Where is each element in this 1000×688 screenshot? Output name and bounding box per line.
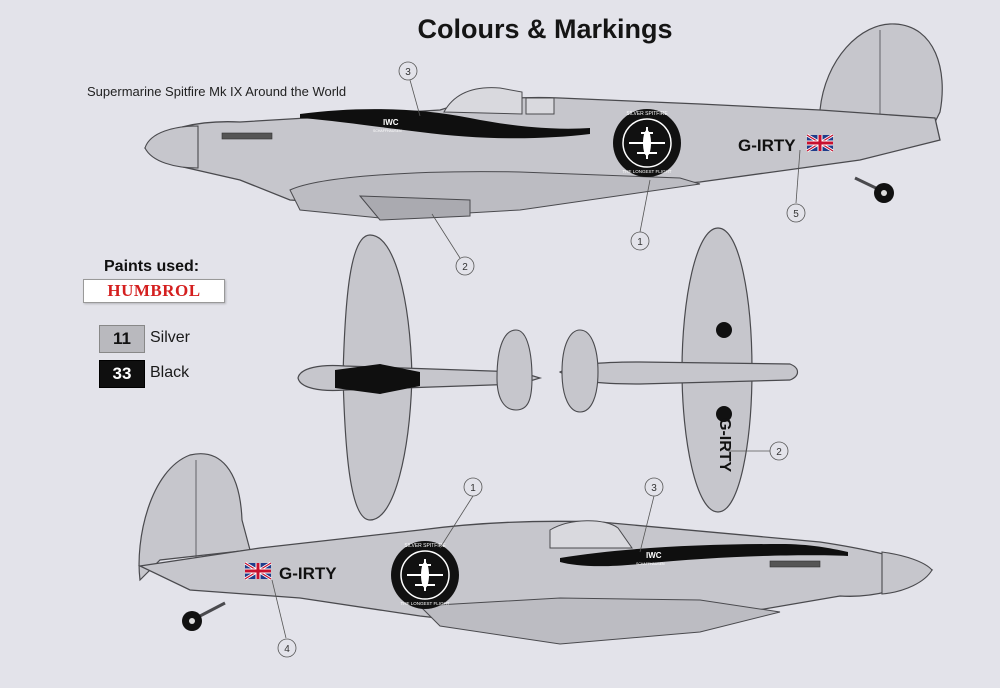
aircraft-subtitle: Supermarine Spitfire Mk IX Around the Wo… xyxy=(87,84,347,99)
callout-leaders xyxy=(271,79,801,639)
paint-name-black: Black xyxy=(150,364,190,381)
plan-view-lower: G-IRTY xyxy=(558,227,799,513)
svg-text:2: 2 xyxy=(776,447,782,458)
roundel-bottom-text-1: THE LONGEST FLIGHT xyxy=(623,169,672,174)
side-view-left: IWC SCHAFFHAUSEN SILVER SPITFIRE THE LON… xyxy=(144,23,943,221)
svg-text:3: 3 xyxy=(651,483,657,494)
svg-text:4: 4 xyxy=(284,644,290,655)
registration-bottom: G-IRTY xyxy=(279,564,337,583)
svg-text:1: 1 xyxy=(637,237,643,248)
registration-underwing: G-IRTY xyxy=(716,418,733,473)
roundel-top-text-1: SILVER SPITFIRE xyxy=(626,111,668,117)
iwc-sub-bottom: SCHAFFHAUSEN xyxy=(636,562,665,566)
svg-text:5: 5 xyxy=(793,209,799,220)
humbrol-logo: HUMBROL xyxy=(83,279,225,303)
plan-view-upper xyxy=(297,234,543,521)
svg-text:2: 2 xyxy=(462,262,468,273)
paint-swatch-silver: 11 xyxy=(99,325,145,353)
callout-4-bottom: 4 xyxy=(277,638,297,658)
iwc-logo-bottom: IWC xyxy=(646,551,662,560)
registration-top: G-IRTY xyxy=(738,136,796,155)
callout-1-bottom: 1 xyxy=(463,477,483,497)
paints-heading: Paints used: xyxy=(104,258,200,275)
callout-1-top: 1 xyxy=(630,231,650,251)
side-view-right: IWC SCHAFFHAUSEN SILVER SPITFIRE THE LON… xyxy=(137,453,934,645)
callout-3-top: 3 xyxy=(398,61,418,81)
humbrol-logo-text: HUMBROL xyxy=(107,281,201,300)
callout-2-top: 2 xyxy=(455,256,475,276)
roundel-top-text-2: SILVER SPITFIRE xyxy=(404,543,446,549)
paint-name-silver: Silver xyxy=(150,329,191,346)
iwc-logo-top: IWC xyxy=(383,118,399,127)
paint-swatch-black: 33 xyxy=(99,360,145,388)
svg-text:3: 3 xyxy=(405,67,411,78)
page-title: Colours & Markings xyxy=(417,14,673,44)
iwc-sub-top: SCHAFFHAUSEN xyxy=(373,129,402,133)
roundel-bottom-text-2: THE LONGEST FLIGHT xyxy=(401,601,450,606)
callout-5-top: 5 xyxy=(786,203,806,223)
svg-text:1: 1 xyxy=(470,483,476,494)
callout-3-bottom: 3 xyxy=(644,477,664,497)
callout-2-plan: 2 xyxy=(769,441,789,461)
